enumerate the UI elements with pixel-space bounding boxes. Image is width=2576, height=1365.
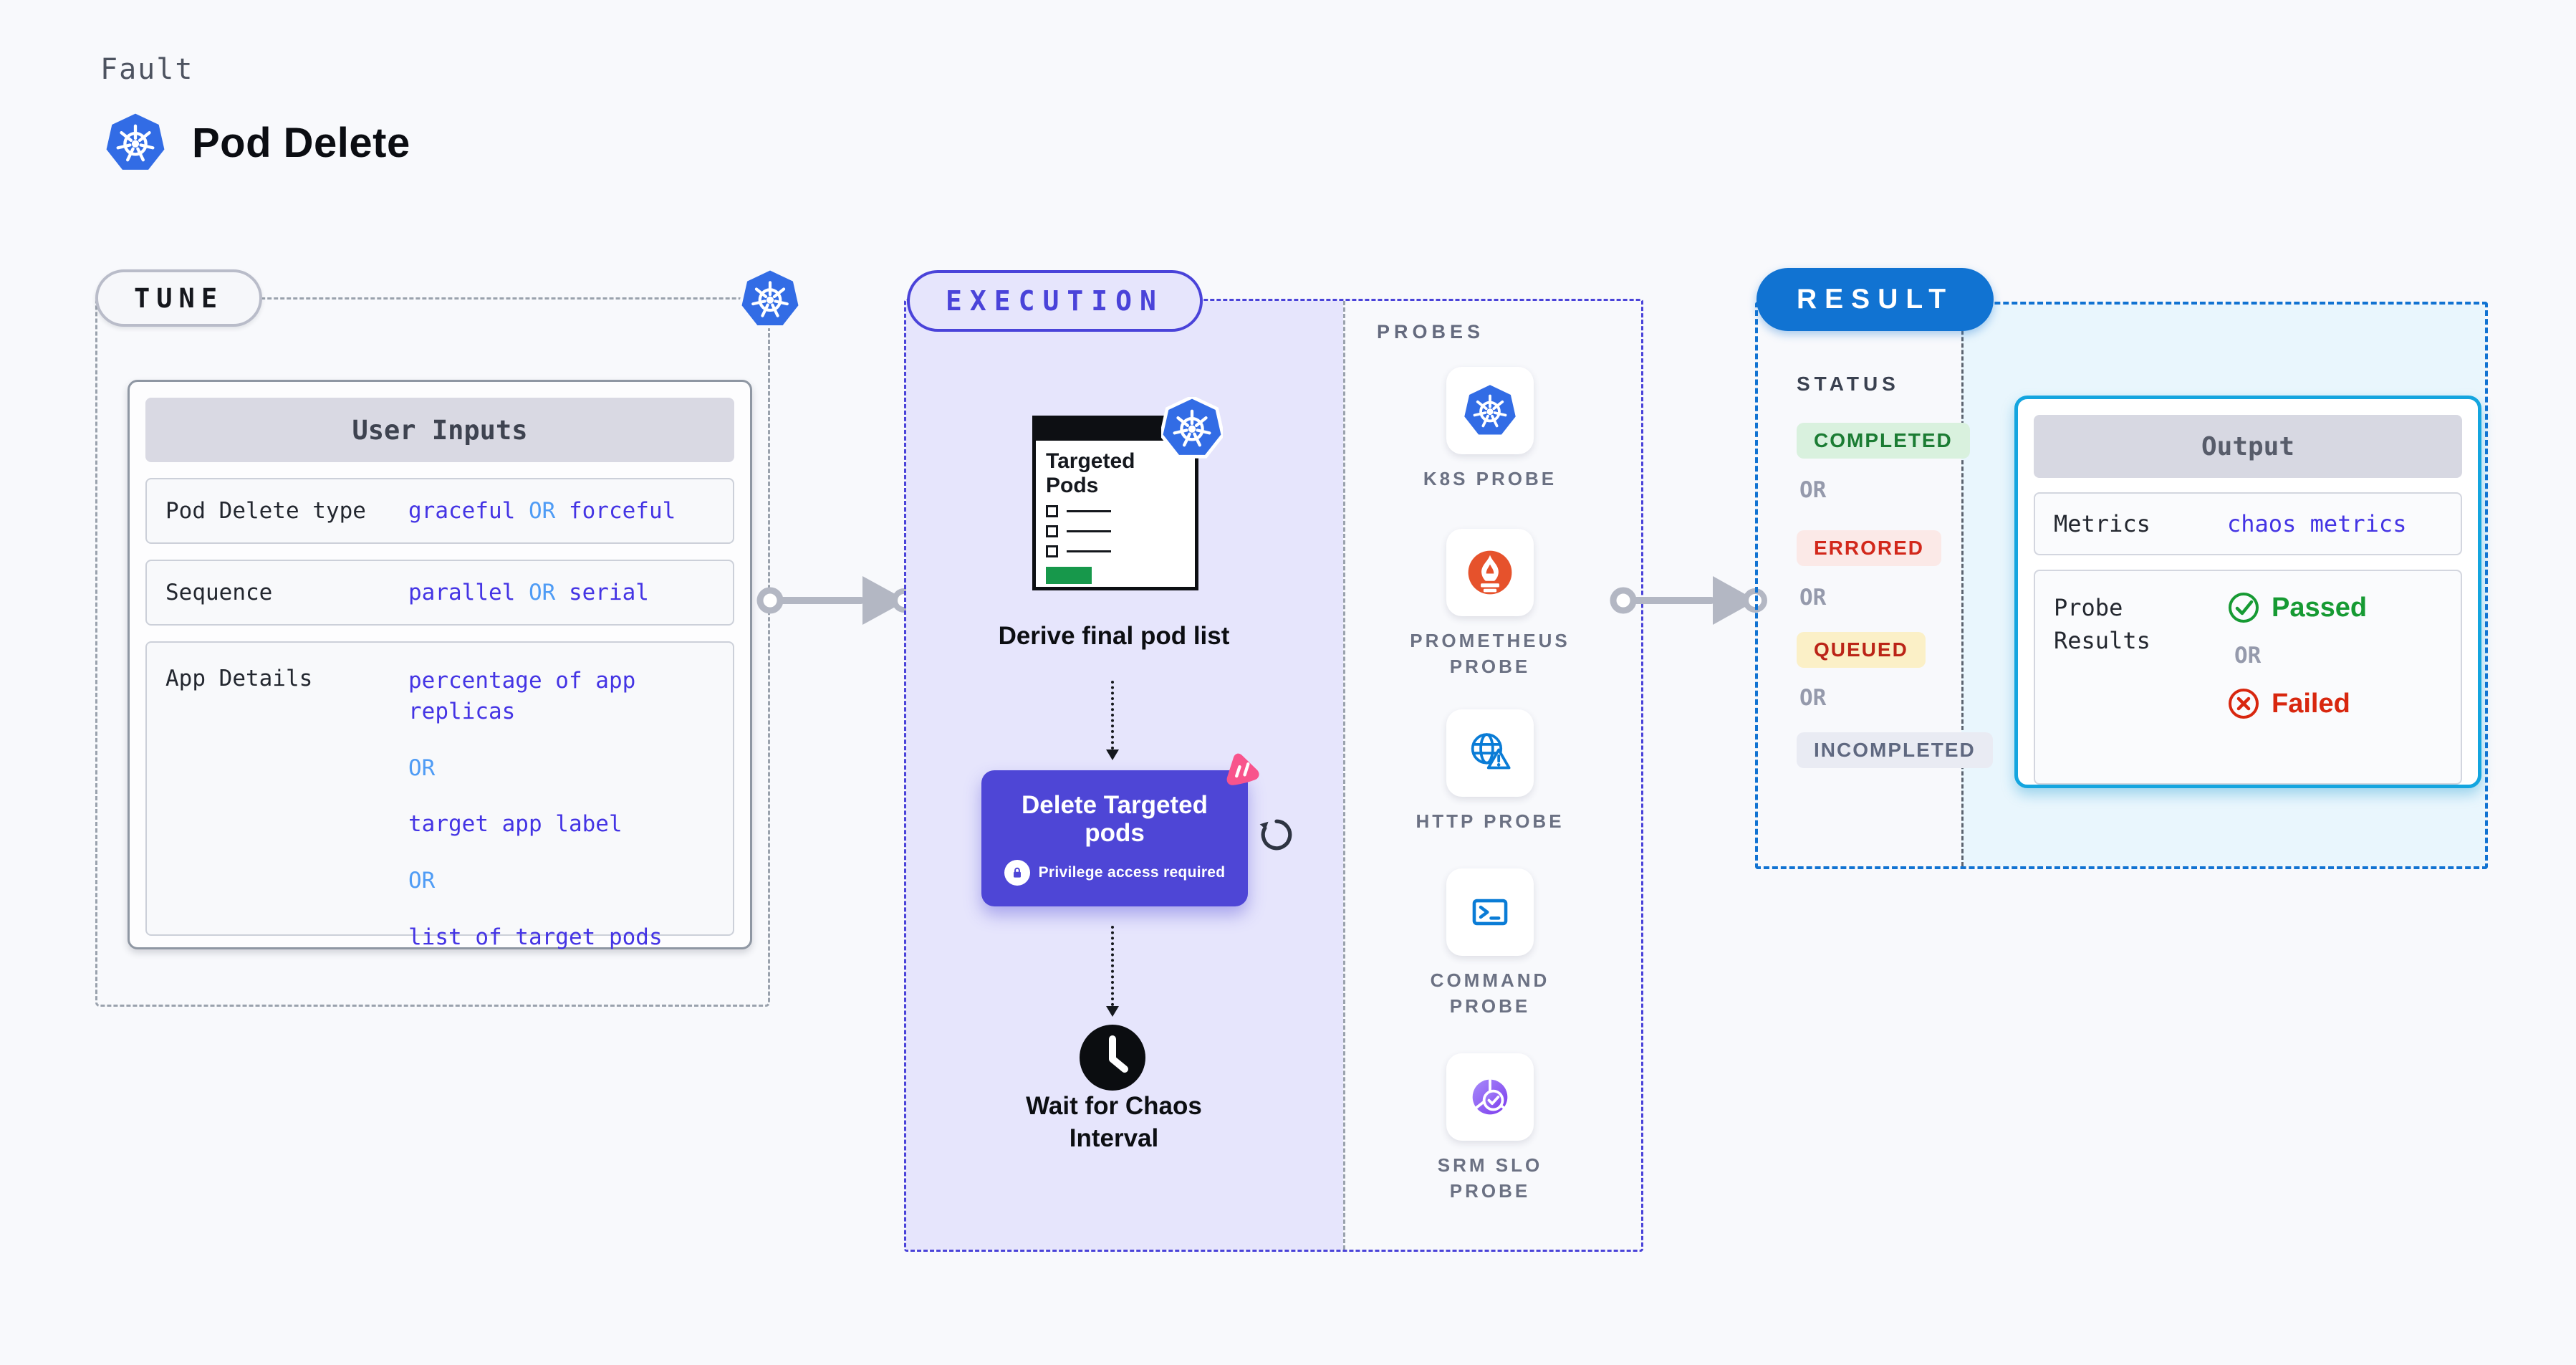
- probe-item-http: HTTP PROBE: [1404, 709, 1576, 834]
- checkbox-icon: [1046, 505, 1058, 518]
- step-title: Delete Targeted pods: [1022, 790, 1208, 847]
- list-line: [1067, 550, 1111, 553]
- kubernetes-icon: [740, 269, 800, 329]
- pod-checklist-item: [1046, 525, 1185, 538]
- output-label: Metrics: [2054, 509, 2150, 537]
- input-label: Pod Delete type: [165, 498, 366, 524]
- check-circle-icon: [2229, 593, 2259, 623]
- probe-item-srm-slo: SRM SLO PROBE: [1404, 1053, 1576, 1204]
- or-separator: OR: [408, 755, 436, 781]
- input-value: list of target pods: [408, 924, 663, 950]
- probe-card: [1446, 367, 1534, 454]
- prometheus-icon: [1468, 550, 1512, 595]
- passed-result: Passed: [2227, 591, 2367, 624]
- page-title: Pod Delete: [192, 119, 410, 166]
- flow-arrow-down: [1111, 681, 1114, 749]
- probe-card: [1446, 529, 1534, 616]
- refresh-loop-icon: [1259, 819, 1292, 851]
- derive-pod-list-label: Derive final pod list: [998, 622, 1230, 650]
- input-label: App Details: [165, 666, 313, 691]
- probe-card: [1446, 709, 1534, 797]
- probe-label: HTTP PROBE: [1416, 810, 1565, 832]
- or-separator: OR: [1799, 685, 1827, 711]
- tune-badge: TUNE: [95, 269, 263, 327]
- terminal-icon: [1472, 899, 1508, 926]
- execution-badge: EXECUTION: [907, 270, 1203, 332]
- probe-results-values: Passed OR Failed: [2227, 591, 2367, 720]
- status-badge-errored: ERRORED: [1797, 530, 1942, 566]
- input-value-list: percentage of app replicas OR target app…: [408, 666, 714, 953]
- probes-column-title: PROBES: [1377, 321, 1485, 343]
- checkbox-icon: [1046, 525, 1058, 538]
- progress-bar: [1046, 567, 1092, 585]
- status-badge-incompleted: INCOMPLETED: [1797, 732, 1993, 768]
- tune-to-execution-arrow: [756, 576, 916, 625]
- probe-label: K8S PROBE: [1423, 468, 1557, 489]
- list-line: [1067, 530, 1111, 533]
- arrowhead-icon: [1106, 1006, 1119, 1017]
- k8s-icon: [1463, 383, 1517, 436]
- input-value: graceful OR forceful: [408, 498, 676, 524]
- targeted-pods-title: Targeted Pods: [1046, 449, 1135, 497]
- tune-section-box: [95, 297, 770, 1007]
- or-separator: OR: [1799, 585, 1827, 610]
- or-separator: OR: [408, 868, 436, 894]
- passed-label: Passed: [2272, 592, 2368, 623]
- wait-chaos-interval-label: Wait for Chaos Interval: [1026, 1092, 1202, 1152]
- clock-icon: [1080, 1025, 1145, 1091]
- output-label: Probe Results: [2054, 594, 2150, 655]
- probe-label: COMMAND PROBE: [1430, 969, 1550, 1017]
- output-row-metrics: Metrics chaos metrics: [2034, 492, 2462, 555]
- execution-to-result-arrow: [1610, 576, 1767, 625]
- page-header: Pod Delete: [105, 112, 410, 173]
- status-column-title: STATUS: [1797, 373, 1900, 395]
- output-card: Output Metrics chaos metrics Probe Resul…: [2014, 396, 2481, 788]
- slo-pie-check-icon: [1472, 1078, 1508, 1115]
- user-inputs-title: User Inputs: [145, 398, 734, 462]
- pod-checklist-item: [1046, 505, 1185, 518]
- x-circle-icon: [2229, 689, 2259, 719]
- probe-item-k8s: K8S PROBE: [1404, 367, 1576, 492]
- http-globe-warning-icon: [1471, 733, 1511, 770]
- result-badge: RESULT: [1756, 268, 1994, 331]
- kubernetes-icon: [1161, 397, 1223, 459]
- privilege-note-text: Privilege access required: [1038, 864, 1226, 881]
- status-output-divider: [1961, 305, 1964, 866]
- input-row-sequence: Sequence parallel OR serial: [145, 560, 734, 626]
- delete-targeted-pods-step: Delete Targeted pods Privilege access re…: [981, 770, 1248, 906]
- probe-card: [1446, 868, 1534, 956]
- input-row-pod-delete-type: Pod Delete type graceful OR forceful: [145, 478, 734, 544]
- list-line: [1067, 510, 1111, 513]
- user-inputs-card: User Inputs Pod Delete type graceful OR …: [128, 380, 752, 950]
- status-badge-completed: COMPLETED: [1797, 423, 1970, 459]
- input-row-app-details: App Details percentage of app replicas O…: [145, 641, 734, 950]
- input-value: percentage of app replicas: [408, 668, 636, 724]
- execution-probes-divider: [1343, 301, 1345, 1250]
- input-value: target app label: [408, 811, 623, 838]
- lock-icon: [1004, 860, 1030, 886]
- probe-item-command: COMMAND PROBE: [1404, 868, 1576, 1020]
- output-row-probe-results: Probe Results Passed OR Faile: [2034, 570, 2462, 785]
- kubernetes-icon: [105, 112, 166, 173]
- probe-label: SRM SLO PROBE: [1437, 1154, 1543, 1202]
- privilege-note: Privilege access required: [1004, 860, 1226, 886]
- failed-result: Failed: [2227, 687, 2367, 720]
- output-value: chaos metrics: [2227, 510, 2407, 537]
- status-badge-queued: QUEUED: [1797, 632, 1926, 668]
- probe-item-prometheus: PROMETHEUS PROBE: [1404, 529, 1576, 680]
- probe-card: [1446, 1053, 1534, 1141]
- arrowhead-icon: [1106, 749, 1119, 760]
- flow-arrow-down: [1111, 926, 1114, 1006]
- fault-eyebrow: Fault: [100, 53, 194, 86]
- output-title: Output: [2034, 415, 2462, 478]
- input-label: Sequence: [165, 580, 273, 605]
- input-value: parallel OR serial: [408, 580, 649, 605]
- or-separator: OR: [2234, 643, 2262, 669]
- failed-label: Failed: [2272, 688, 2350, 719]
- or-separator: OR: [1799, 477, 1827, 503]
- pod-checklist-item: [1046, 545, 1185, 558]
- checkbox-icon: [1046, 545, 1058, 558]
- chaos-logo-icon: [1226, 753, 1259, 785]
- probe-label: PROMETHEUS PROBE: [1410, 630, 1570, 678]
